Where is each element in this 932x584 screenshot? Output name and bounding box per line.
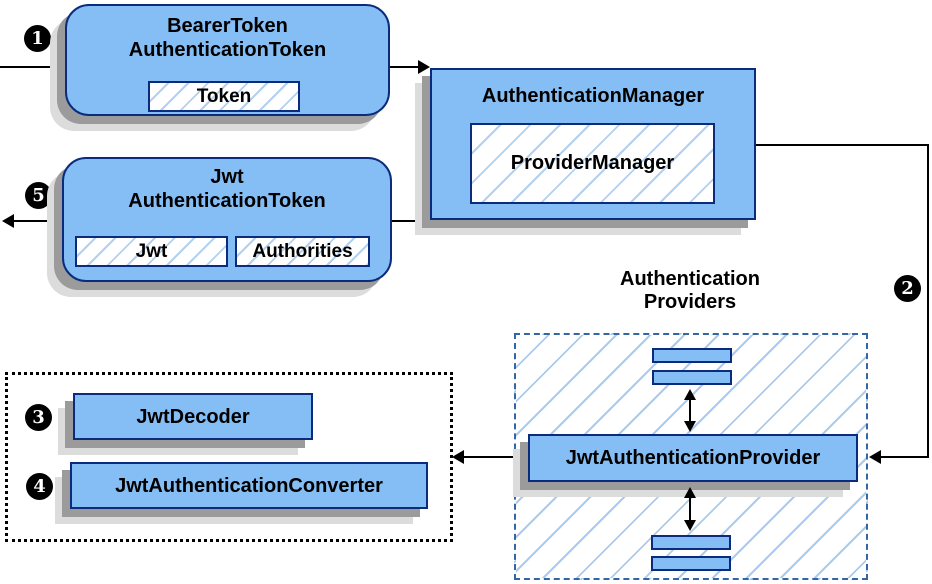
jwt-token-outgoing-line — [12, 220, 64, 222]
authentication-providers-label-line2: Providers — [643, 291, 737, 313]
arrow-down-icon — [684, 421, 696, 432]
step-5-badge: 5 — [25, 182, 52, 209]
arrow-up-icon — [684, 487, 696, 498]
authorities-field: Authorities — [235, 236, 370, 267]
jwt-token-title-line2: AuthenticationToken — [128, 190, 326, 212]
step-3-badge: 3 — [25, 404, 52, 431]
jwt-authentication-converter-node: JwtAuthenticationConverter — [70, 462, 428, 509]
jwt-field: Jwt — [75, 236, 228, 267]
jwt-decoder-label: JwtDecoder — [136, 405, 250, 428]
arrow-down-icon — [684, 520, 696, 531]
provider-placeholder-bar — [652, 370, 732, 385]
jwt-authentication-provider-label: JwtAuthenticationProvider — [565, 447, 821, 469]
arrow-left-icon — [452, 450, 464, 464]
manager-to-providers-line-vertical — [927, 144, 929, 458]
provider-to-components-line — [463, 456, 514, 458]
arrow-up-icon — [684, 389, 696, 400]
jwt-decoder-node: JwtDecoder — [73, 393, 313, 440]
token-field: Token — [148, 81, 300, 112]
providers-link-line — [689, 496, 691, 521]
bearer-token-title: BearerToken AuthenticationToken — [67, 6, 388, 62]
bearer-token-title-line1: BearerToken — [167, 15, 288, 37]
authentication-manager-title: AuthenticationManager — [481, 85, 705, 107]
provider-placeholder-bar — [651, 535, 731, 550]
provider-placeholder-bar — [651, 556, 731, 571]
bearer-token-authentication-token-node: BearerToken AuthenticationToken Token — [65, 4, 390, 116]
jwt-token-title-line1: Jwt — [210, 166, 244, 188]
providers-link-line — [689, 398, 691, 423]
jwt-authentication-token-node: Jwt AuthenticationToken Jwt Authorities — [62, 157, 392, 282]
step-1-badge: 1 — [24, 25, 51, 52]
jwt-token-title: Jwt AuthenticationToken — [64, 159, 390, 213]
manager-to-providers-line-top — [755, 144, 929, 146]
manager-to-jwt-token-line — [392, 220, 432, 222]
jwt-authentication-provider-node: JwtAuthenticationProvider — [528, 434, 858, 482]
step-2-badge: 2 — [894, 275, 921, 302]
authentication-providers-label-line1: Authentication — [620, 268, 760, 290]
bearer-to-manager-line — [390, 66, 420, 68]
authentication-providers-label: Authentication Providers — [560, 268, 820, 314]
provider-manager-box: ProviderManager — [470, 123, 715, 204]
arrow-left-icon — [2, 214, 14, 228]
provider-placeholder-bar — [652, 348, 732, 363]
step-4-badge: 4 — [26, 473, 53, 500]
arrow-right-icon — [418, 60, 430, 74]
jwt-components-group — [5, 372, 453, 542]
arrow-left-icon — [869, 450, 881, 464]
bearer-token-title-line2: AuthenticationToken — [128, 39, 327, 61]
incoming-request-line — [0, 66, 66, 68]
jwt-authentication-converter-label: JwtAuthenticationConverter — [115, 474, 383, 497]
authentication-manager-node: AuthenticationManager ProviderManager — [430, 68, 756, 220]
manager-to-providers-line-bottom — [880, 456, 929, 458]
